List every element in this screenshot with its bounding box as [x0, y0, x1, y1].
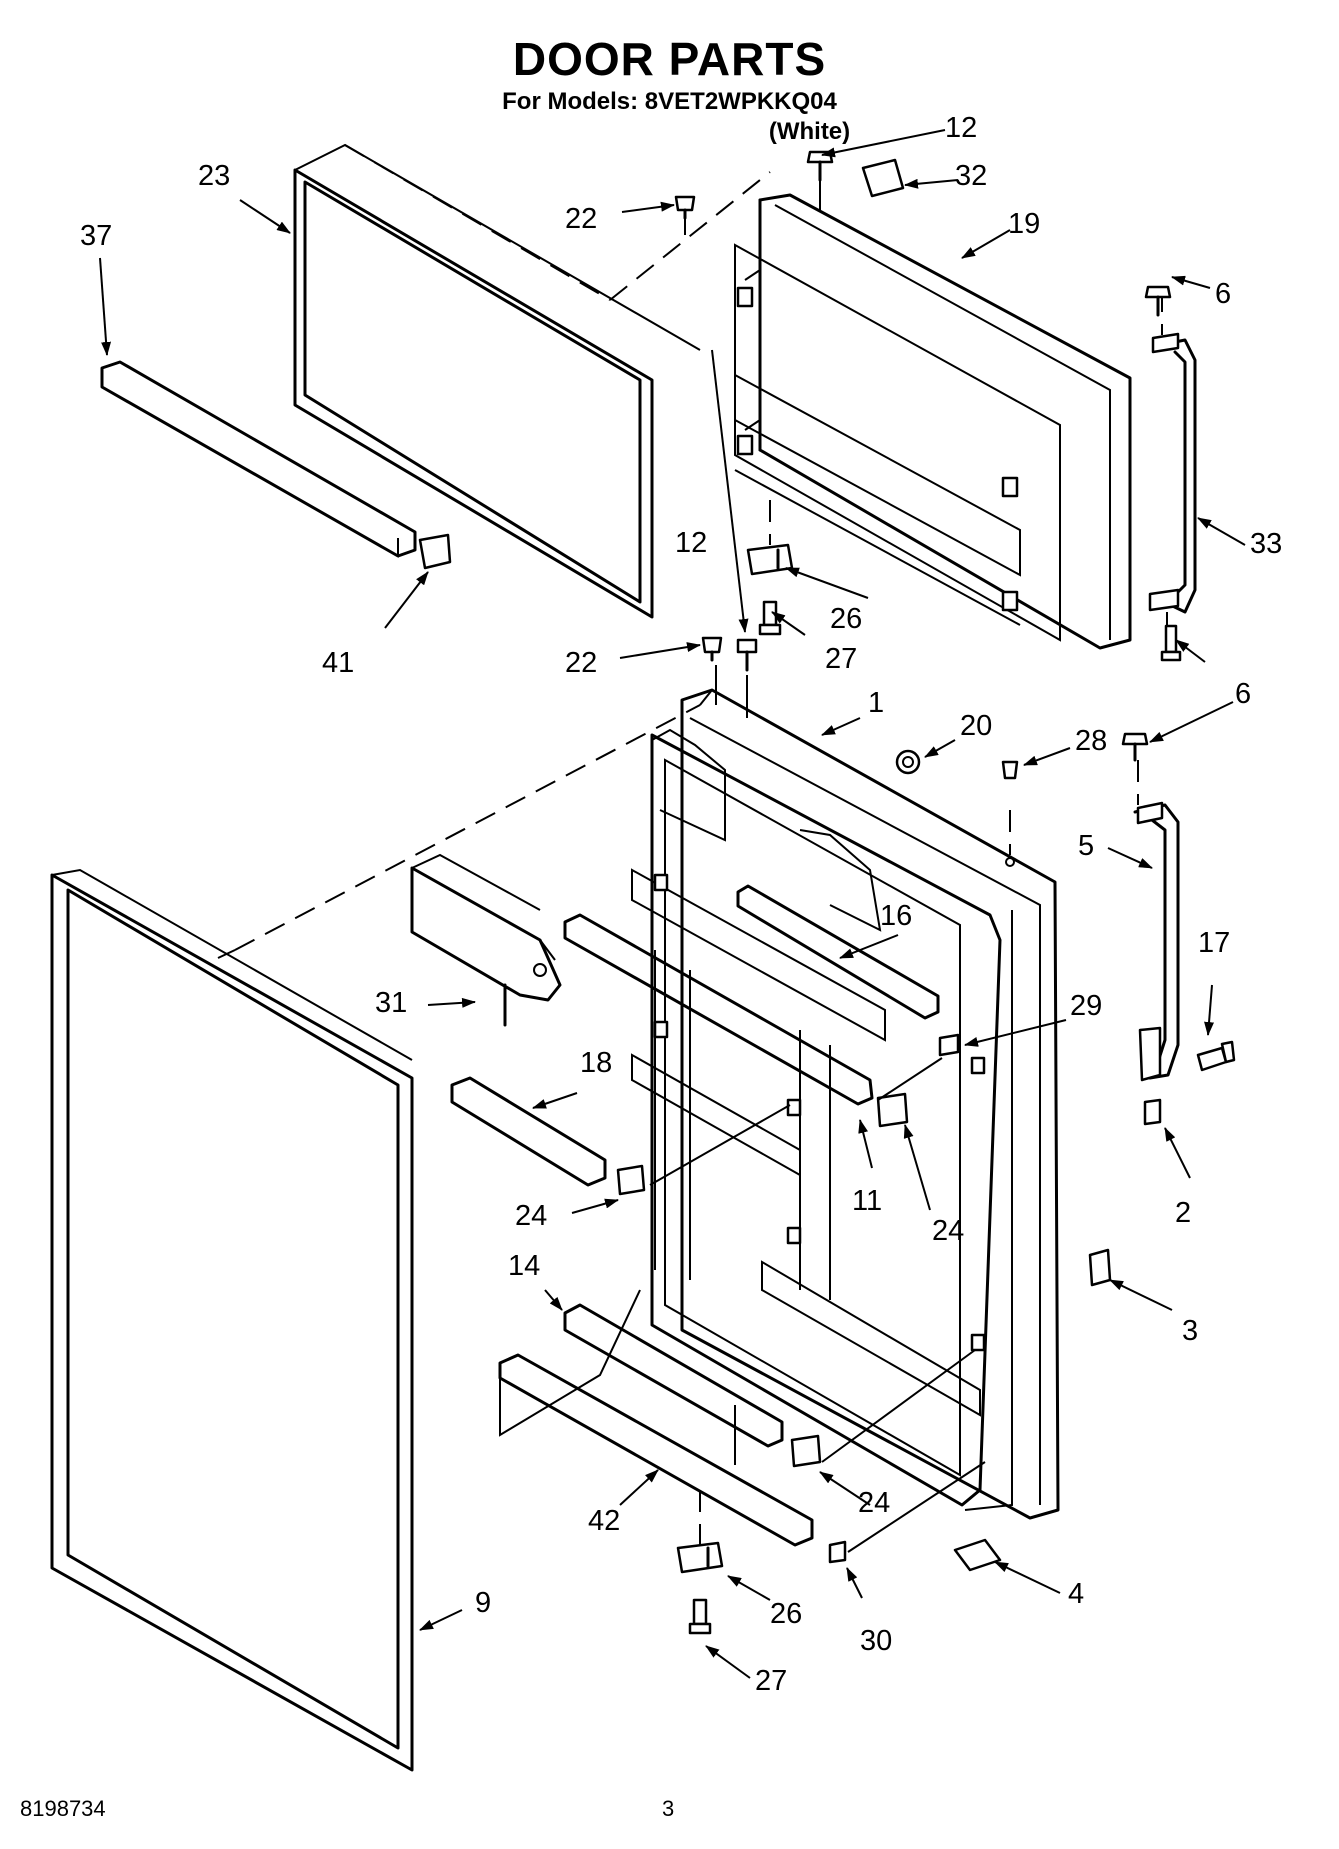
label-6-top: 6: [1215, 278, 1231, 310]
label-29: 29: [1070, 990, 1102, 1022]
label-33: 33: [1250, 528, 1282, 560]
page-title: DOOR PARTS: [512, 33, 827, 85]
label-26-bottom: 26: [770, 1598, 802, 1630]
label-24-left: 24: [515, 1200, 547, 1232]
cap-30: [828, 1540, 847, 1564]
label-22-middle: 22: [565, 647, 597, 679]
label-19: 19: [1008, 208, 1040, 240]
label-32: 32: [955, 160, 987, 192]
color-note: (White): [768, 118, 851, 145]
part-number-labels: 23 37 41 22 12 32 19 6 33 6 12 26 27 22 …: [80, 112, 1282, 1697]
label-28: 28: [1075, 725, 1107, 757]
freezer-gasket: [293, 143, 701, 619]
bar-16: [736, 884, 940, 1020]
hinge-plate-26-bottom: [676, 1541, 724, 1574]
hinge-cover-4: [953, 1538, 1002, 1572]
label-31: 31: [375, 987, 407, 1019]
callout-arrows: [99, 129, 1246, 1679]
screw-12-middle: [736, 638, 758, 672]
freezer-door: [734, 193, 1132, 650]
models-line: For Models: 8VET2WPKKQ04: [502, 88, 837, 115]
hinge-plate-26-top: [746, 543, 794, 576]
document-number: 8198734: [20, 1796, 106, 1821]
screw-27-top: [758, 600, 782, 636]
label-32: [861, 158, 905, 198]
refrigerator-door: [631, 688, 1060, 1520]
label-41: 41: [322, 647, 354, 679]
label-24-right: 24: [932, 1215, 964, 1247]
label-12-top: 12: [945, 112, 977, 144]
label-22-top: 22: [565, 203, 597, 235]
label-17: 17: [1198, 927, 1230, 959]
clip-24-left: [616, 1164, 646, 1196]
label-24-bottom: 24: [858, 1487, 890, 1519]
label-18: 18: [580, 1047, 612, 1079]
screw-28: [1121, 732, 1149, 762]
plug-28: [1001, 760, 1019, 780]
label-5: 5: [1078, 830, 1094, 862]
label-3: 3: [1182, 1315, 1198, 1347]
hinge-cover-3: [1088, 1248, 1112, 1287]
label-2: 2: [1175, 1197, 1191, 1229]
plug-22-middle: [701, 636, 723, 662]
plug-top-22: [674, 195, 696, 220]
label-26-top: 26: [830, 603, 862, 635]
clip-24-bottom: [790, 1434, 822, 1468]
cap-29: [938, 1033, 960, 1057]
bar-18: [450, 1076, 607, 1187]
label-30: 30: [860, 1625, 892, 1657]
dairy-door-31: [410, 853, 562, 1027]
spacer-2: [1143, 1098, 1162, 1126]
bar-11: [563, 913, 874, 1106]
label-4: 4: [1068, 1578, 1084, 1610]
screw-17: [1196, 1040, 1236, 1072]
label-9: 9: [475, 1587, 491, 1619]
label-23: 23: [198, 160, 230, 192]
screw-6-top: [1144, 285, 1172, 317]
label-42: 42: [588, 1505, 620, 1537]
refrigerator-handle: [1133, 801, 1180, 1082]
label-27-bottom: 27: [755, 1665, 787, 1697]
clip-24-right: [876, 1092, 909, 1128]
screw-6-bottom: [1160, 624, 1182, 662]
refrigerator-gasket: [50, 868, 414, 1772]
label-1: 1: [868, 687, 884, 719]
label-27-top: 27: [825, 643, 857, 675]
bar-14: [563, 1303, 784, 1448]
screw-top-12: [806, 150, 834, 182]
stop-20: [895, 749, 921, 775]
screw-27-bottom: [688, 1598, 712, 1635]
freezer-handle: [1148, 332, 1197, 614]
label-16: 16: [880, 900, 912, 932]
label-6-bottom: 6: [1235, 678, 1251, 710]
label-37: 37: [80, 220, 112, 252]
label-20: 20: [960, 710, 992, 742]
label-14: 14: [508, 1250, 540, 1282]
label-12-middle: 12: [675, 527, 707, 559]
page-number: 3: [662, 1796, 675, 1821]
label-11: 11: [852, 1185, 882, 1217]
retainer-37: [100, 360, 417, 558]
clip-41: [418, 533, 452, 570]
